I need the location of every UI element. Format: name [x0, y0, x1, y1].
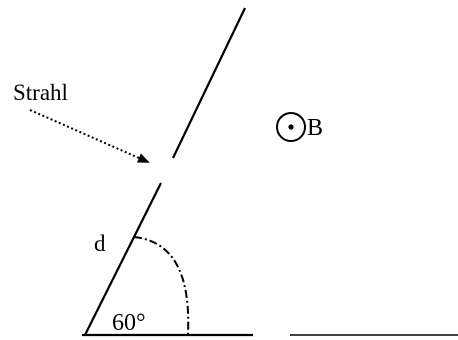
magnetic-field-out-of-plane-icon [276, 112, 306, 142]
angle-arc [133, 236, 190, 335]
ray-arrow [29, 109, 150, 163]
boundary-line-lower [84, 182, 162, 336]
ray-label: Strahl [13, 80, 68, 105]
angle-label: 60° [112, 310, 146, 336]
boundary-line-upper [172, 7, 246, 159]
field-label: B [307, 115, 323, 141]
distance-label: d [94, 231, 106, 256]
